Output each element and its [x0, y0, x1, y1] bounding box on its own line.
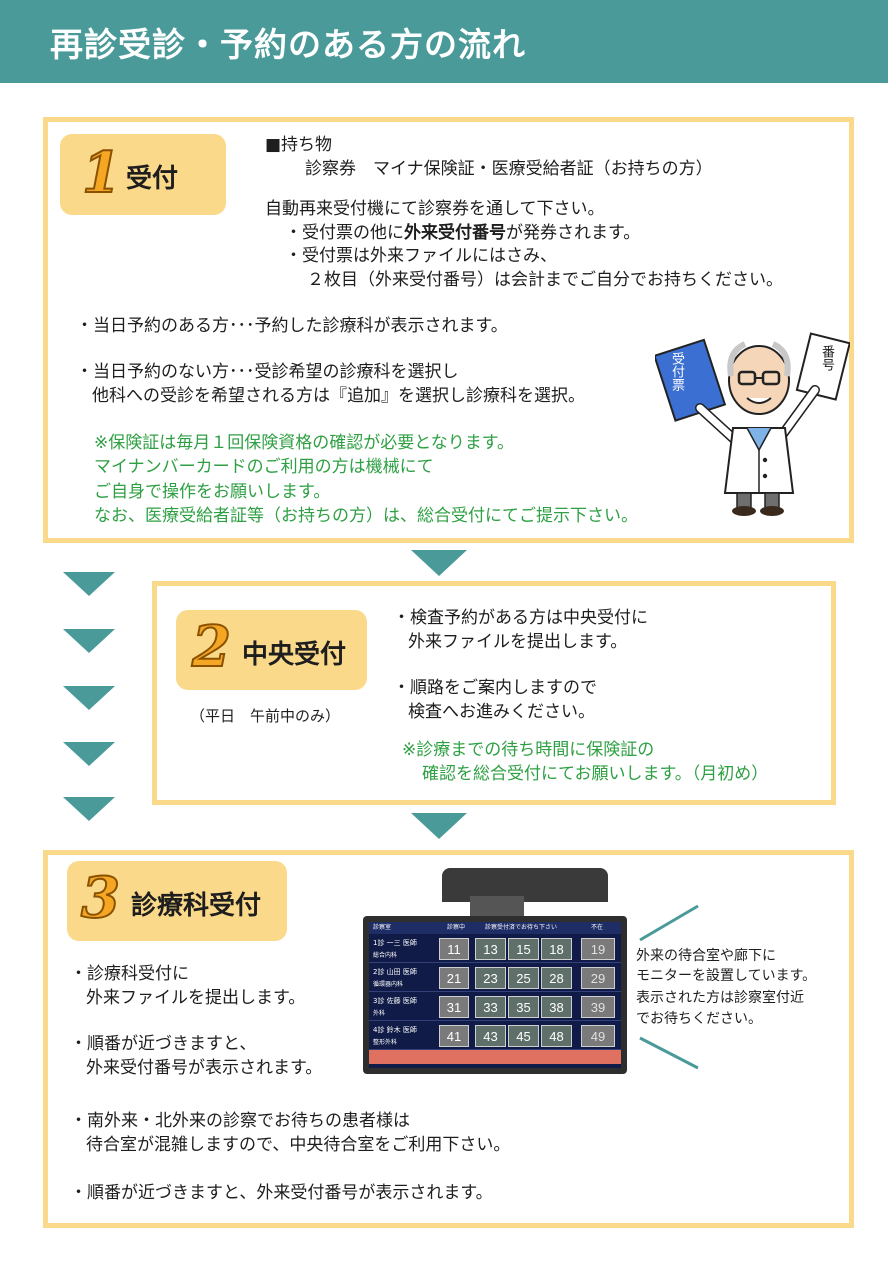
- monitor-wait-number: 25: [508, 967, 539, 989]
- monitor-wait-number: 38: [541, 996, 572, 1018]
- step3-line7: ・順番が近づきますと、外来受付番号が表示されます。: [70, 1183, 493, 1203]
- monitor-col-room: 診察室: [373, 924, 392, 931]
- monitor-wait-number: 48: [541, 1025, 572, 1047]
- arrow-down-left-1: [63, 572, 115, 596]
- step1-items: 診察券 マイナ保険証・医療受給者証（お持ちの方）: [305, 159, 713, 179]
- callout-line4: でお待ちください。: [636, 1011, 762, 1027]
- monitor-room: 2診 山田 医師: [373, 968, 417, 976]
- callout-line1: 外来の待合室や廊下に: [636, 948, 776, 964]
- step1-ticket-bold: 外来受付番号: [404, 223, 506, 243]
- step1-ticket-line: ・受付票の他に外来受付番号が発券されます。: [285, 223, 641, 243]
- step1-note4: なお、医療受給者証等（お持ちの方）は、総合受付にてご提示下さい。: [94, 506, 638, 526]
- step1-note1: ※保険証は毎月１回保険資格の確認が必要となります。: [94, 433, 515, 453]
- monitor-wait-number: 28: [541, 967, 572, 989]
- monitor-room: 3診 佐藤 医師: [373, 997, 417, 1005]
- arrow-down-left-3: [63, 686, 115, 710]
- monitor-wait-number: 33: [475, 996, 506, 1018]
- step1-file-line2: ２枚目（外来受付番号）は会計までご自分でお持ちください。: [307, 270, 783, 290]
- step1-note3: ご自身で操作をお願いします。: [94, 482, 331, 502]
- monitor-col-wait: 診察受付済でお待ち下さい: [485, 924, 558, 931]
- monitor-now-number: 21: [439, 967, 469, 989]
- monitor-dept: 整形外科: [373, 1039, 398, 1046]
- monitor-frame: 診察室 診察中 診察受付済でお待ち下さい 不在 1診 一三 医師総合内科 11 13…: [363, 916, 627, 1074]
- arrow-down-left-5: [63, 797, 115, 821]
- monitor-absent-number: 49: [581, 1025, 615, 1047]
- callout-lines: [639, 904, 699, 1070]
- monitor-wait-number: 18: [541, 938, 572, 960]
- monitor-dept: 外科: [373, 1010, 386, 1017]
- arrow-down-left-4: [63, 742, 115, 766]
- monitor-wait-number: 23: [475, 967, 506, 989]
- doctor-illustration: [655, 332, 850, 516]
- step1-reserved: ・当日予約のある方･･･予約した診療科が表示されます。: [76, 316, 508, 336]
- monitor-arm: [470, 896, 524, 918]
- step2-number: 2: [191, 613, 232, 681]
- step1-unreserved1: ・当日予約のない方･･･受診希望の診療科を選択し: [76, 362, 459, 382]
- step1-label: 受付: [126, 164, 179, 194]
- step2-badge: 2 中央受付: [176, 610, 367, 690]
- step1-badge: 1 受付: [60, 134, 226, 215]
- arrow-down-left-2: [63, 629, 115, 653]
- step3-line6: 待合室が混雑しますので、中央待合室をご利用下さい。: [86, 1135, 511, 1155]
- monitor-absent-number: 19: [581, 938, 615, 960]
- page-header: 再診受診・予約のある方の流れ: [0, 0, 888, 83]
- step3-badge: 3 診療科受付: [67, 861, 287, 941]
- monitor-wait-number: 43: [475, 1025, 506, 1047]
- step2-line3: ・順路をご案内しますので: [393, 678, 597, 698]
- step3-line1: ・診療科受付に: [70, 964, 189, 984]
- monitor-now-number: 11: [439, 938, 469, 960]
- step1-file-line1: ・受付票は外来ファイルにはさみ、: [285, 246, 557, 266]
- monitor-now-number: 31: [439, 996, 469, 1018]
- monitor-room: 1診 一三 医師: [373, 939, 417, 947]
- step2-line2: 外来ファイルを提出します。: [408, 632, 628, 652]
- step1-machine: 自動再来受付機にて診察券を通して下さい。: [265, 199, 605, 219]
- monitor-wait-number: 45: [508, 1025, 539, 1047]
- monitor-absent-number: 39: [581, 996, 615, 1018]
- monitor-wait-number: 15: [508, 938, 539, 960]
- step3-line4: 外来受付番号が表示されます。: [86, 1058, 323, 1078]
- step1-unreserved2: 他科への受診を希望される方は『追加』を選択し診療科を選択。: [92, 386, 585, 406]
- step1-note2: マイナンバーカードのご利用の方は機械にて: [94, 457, 434, 477]
- monitor-wait-number: 13: [475, 938, 506, 960]
- monitor-footer-bar: [369, 1050, 621, 1064]
- arrow-down-2: [411, 813, 467, 839]
- monitor-dept: 総合内科: [373, 952, 398, 959]
- monitor-room: 4診 鈴木 医師: [373, 1026, 417, 1034]
- monitor-col-absent: 不在: [591, 924, 604, 931]
- page-title: 再診受診・予約のある方の流れ: [50, 25, 526, 64]
- step2-label: 中央受付: [242, 640, 347, 670]
- monitor-screen: 診察室 診察中 診察受付済でお待ち下さい 不在 1診 一三 医師総合内科 11 13…: [369, 922, 621, 1068]
- step2-line4: 検査へお進みください。: [408, 702, 595, 722]
- step3-number: 3: [80, 864, 121, 932]
- monitor-header-row: 診察室 診察中 診察受付済でお待ち下さい 不在: [369, 922, 621, 934]
- step3-line2: 外来ファイルを提出します。: [86, 988, 306, 1008]
- step1-items-heading: ■持ち物: [265, 135, 333, 155]
- step3-line3: ・順番が近づきますと、: [70, 1034, 257, 1054]
- step2-line1: ・検査予約がある方は中央受付に: [393, 608, 648, 628]
- monitor-now-number: 41: [439, 1025, 469, 1047]
- step3-line5: ・南外来・北外来の診察でお待ちの患者様は: [70, 1111, 410, 1131]
- doctor-card-left-label: 受付票: [669, 352, 684, 391]
- monitor-col-now: 診察中: [447, 924, 466, 931]
- monitor-dept: 循環器内科: [373, 981, 404, 988]
- step2-hours: （平日 午前中のみ）: [190, 707, 341, 725]
- step3-label: 診療科受付: [131, 891, 262, 921]
- monitor-mount: [442, 868, 608, 902]
- monitor-wait-number: 35: [508, 996, 539, 1018]
- arrow-down-1: [411, 550, 467, 576]
- step1-number: 1: [81, 139, 122, 207]
- callout-line2: モニターを設置しています。: [636, 968, 817, 984]
- doctor-card-right-label: 番号: [819, 345, 834, 371]
- step2-note2: 確認を総合受付にてお願いします。（月初め）: [422, 764, 769, 784]
- step2-note1: ※診療までの待ち時間に保険証の: [402, 740, 655, 760]
- callout-line3: 表示された方は診察室付近: [636, 990, 804, 1006]
- monitor-absent-number: 29: [581, 967, 615, 989]
